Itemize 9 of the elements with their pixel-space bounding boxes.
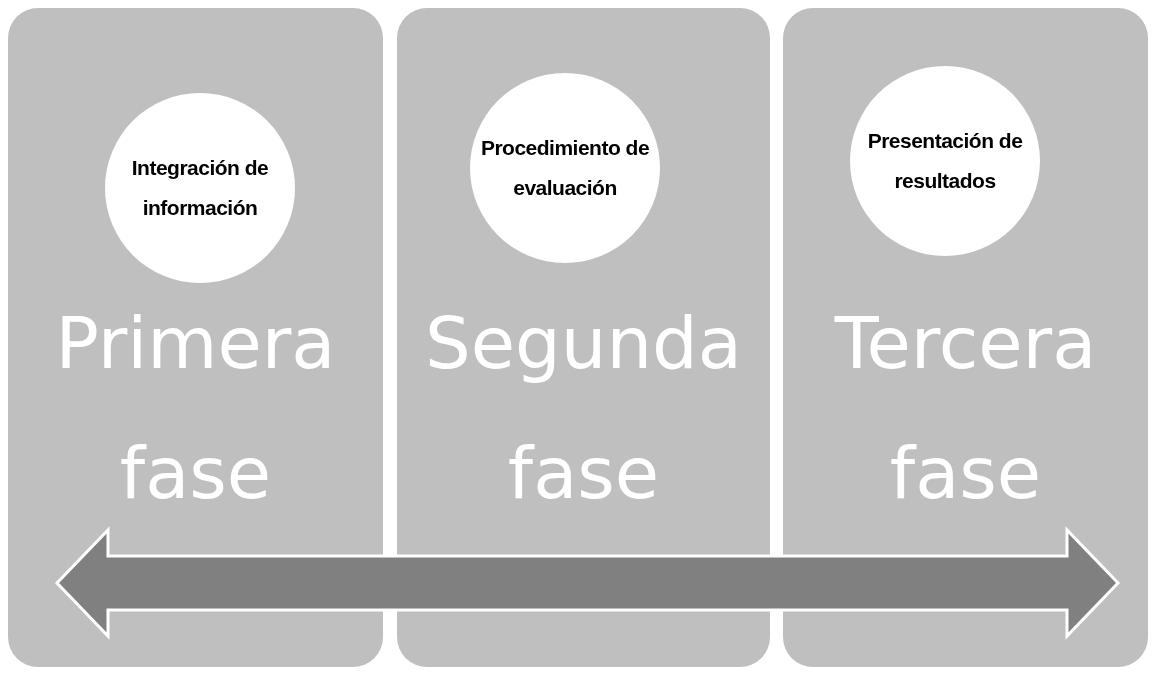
phase-panel [397,8,770,667]
step-circle: Presentación de resultados [850,66,1040,256]
phase-label: Primera fase [55,301,336,515]
phase-label: Tercera fase [834,301,1097,515]
step-circle: Integración de información [105,93,295,283]
phase-panel [783,8,1148,667]
step-circle: Procedimiento de evaluación [470,73,660,263]
phase-panel [8,8,383,667]
phase-label: Segunda fase [425,301,742,515]
